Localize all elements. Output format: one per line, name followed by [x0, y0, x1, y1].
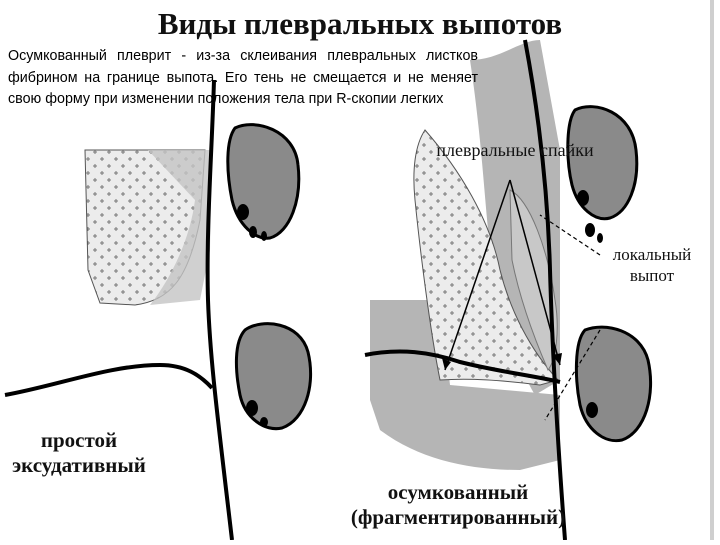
description-text: Осумкованный плеврит - из-за склеивания …: [8, 46, 478, 111]
right-dot-3: [597, 233, 603, 243]
left-diaphragm: [5, 365, 212, 395]
left-dot-3: [261, 231, 267, 241]
label-simple-line2: эксудативный: [4, 453, 154, 478]
label-encapsulated-line2: (фрагментированный): [328, 505, 588, 530]
left-dot-2: [249, 226, 257, 238]
left-organ-upper: [228, 125, 299, 239]
label-local-effusion: локальный выпот: [592, 244, 712, 286]
label-encapsulated: осумкованный (фрагментированный): [328, 480, 588, 530]
left-dot-4: [246, 400, 258, 416]
label-simple: простой эксудативный: [4, 428, 154, 478]
right-dot-1: [577, 190, 589, 206]
left-dot-5: [260, 417, 268, 427]
slide-title: Виды плевральных выпотов: [0, 6, 720, 42]
right-organ-lower: [576, 327, 650, 441]
label-adhesions: плевральные спайки: [430, 140, 600, 161]
label-encapsulated-line1: осумкованный: [328, 480, 588, 505]
right-panel-encapsulated-effusion: [360, 40, 651, 540]
left-dot-1: [237, 204, 249, 220]
right-dot-4: [586, 402, 598, 418]
right-dot-2: [585, 223, 595, 237]
label-simple-line1: простой: [4, 428, 154, 453]
